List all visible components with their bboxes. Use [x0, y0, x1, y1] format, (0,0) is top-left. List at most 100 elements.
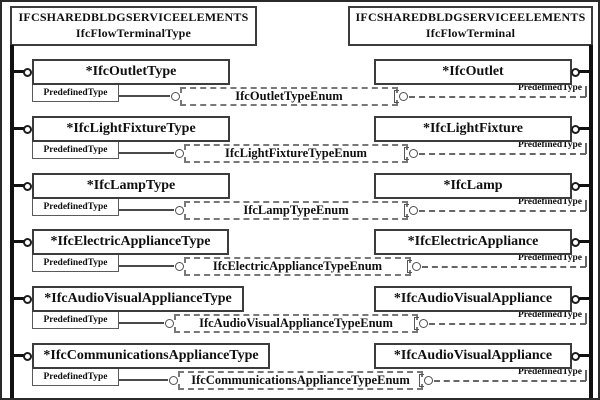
attribute-label: PredefinedType [43, 88, 108, 98]
connector-circle-icon [175, 262, 184, 271]
attribute-box: PredefinedType [32, 255, 119, 272]
attribute-label: PredefinedType [43, 372, 108, 382]
entity-type-label: *IfcOutletType [85, 64, 177, 79]
entity-box-instance: *IfcElectricAppliance [374, 229, 572, 255]
attribute-relation-line-dashed [429, 323, 586, 325]
connector-circle-icon [171, 92, 180, 101]
entity-box-type: *IfcCommunicationsApplianceType [32, 343, 270, 369]
connector-circle-icon [424, 376, 433, 385]
diagram-row: *IfcElectricApplianceType PredefinedType… [2, 229, 598, 286]
connector-circle-icon [399, 92, 408, 101]
dashed-stub-line [585, 313, 587, 324]
entity-type-label: *IfcCommunicationsApplianceType [43, 348, 259, 363]
entity-box-instance: *IfcLightFixture [374, 116, 572, 142]
rail-connector-line [579, 240, 591, 243]
enum-box: IfcOutletTypeEnum [180, 87, 398, 106]
connector-circle-icon [419, 319, 428, 328]
entity-box-instance: *IfcAudioVisualAppliance [374, 286, 572, 312]
enum-label: IfcLampTypeEnum [243, 203, 349, 217]
entity-box-type: *IfcAudioVisualApplianceType [32, 286, 244, 312]
rail-connector-line [12, 70, 24, 73]
connector-circle-icon [409, 206, 418, 215]
enum-label: IfcOutletTypeEnum [235, 89, 343, 103]
rail-connector-line [579, 127, 591, 130]
connector-circle-icon [175, 149, 184, 158]
enum-label: IfcLightFixtureTypeEnum [225, 146, 367, 160]
connector-circle-icon [23, 238, 32, 247]
connector-circle-icon [175, 206, 184, 215]
rail-connector-line [12, 127, 24, 130]
attribute-label: PredefinedType [43, 258, 108, 268]
entity-box-type: *IfcElectricApplianceType [32, 229, 229, 255]
connector-circle-icon [23, 68, 32, 77]
rail-connector-line [579, 70, 591, 73]
entity-type-label: *IfcAudioVisualApplianceType [44, 291, 232, 306]
rail-connector-line [12, 354, 24, 357]
diagram-row: *IfcOutletType PredefinedType IfcOutletT… [2, 59, 598, 116]
schema-module-name: IFCSHAREDBLDGSERVICEELEMENTS [18, 10, 249, 25]
entity-label: *IfcLightFixture [422, 121, 524, 136]
attribute-label: PredefinedType [517, 197, 582, 207]
connector-circle-icon [23, 352, 32, 361]
diagram-row: *IfcCommunicationsApplianceType Predefin… [2, 343, 598, 398]
rail-connector-line [579, 184, 591, 187]
diagram-row: *IfcAudioVisualApplianceType PredefinedT… [2, 286, 598, 343]
attribute-relation-line-dashed [419, 210, 586, 212]
attribute-relation-line [119, 152, 174, 154]
attribute-box: PredefinedType [32, 85, 119, 102]
entity-type-label: *IfcLampType [86, 178, 176, 193]
schema-module-name: IFCSHAREDBLDGSERVICEELEMENTS [355, 10, 586, 25]
attribute-relation-line [119, 95, 170, 97]
entity-box-type: *IfcLightFixtureType [32, 116, 230, 142]
attribute-relation-line-dashed [419, 153, 586, 155]
connector-circle-icon [169, 376, 178, 385]
attribute-label: PredefinedType [517, 83, 582, 93]
dashed-stub-line [585, 143, 587, 154]
entity-box-type: *IfcLampType [32, 173, 230, 199]
enum-box: IfcCommunicationsApplianceTypeEnum [178, 371, 423, 390]
entity-box-type: *IfcOutletType [32, 59, 230, 85]
entity-type-label: *IfcLightFixtureType [66, 121, 196, 136]
enum-page-ref-bracket-icon [407, 260, 412, 273]
dashed-stub-line [585, 256, 587, 267]
entity-type-label: *IfcElectricApplianceType [50, 234, 211, 249]
rail-connector-line [12, 240, 24, 243]
attribute-label: PredefinedType [517, 310, 582, 320]
enum-box: IfcLampTypeEnum [184, 201, 408, 220]
attribute-label: PredefinedType [517, 253, 582, 263]
attribute-label: PredefinedType [517, 140, 582, 150]
attribute-relation-line [119, 322, 164, 324]
entity-box-instance: *IfcAudioVisualAppliance [374, 343, 572, 369]
entity-label: *IfcElectricAppliance [407, 234, 539, 249]
enum-label: IfcAudioVisualApplianceTypeEnum [199, 316, 393, 330]
attribute-label: PredefinedType [517, 367, 582, 377]
entity-label: *IfcLamp [443, 178, 503, 193]
entity-label: *IfcOutlet [442, 64, 504, 79]
dashed-stub-line [585, 200, 587, 211]
right-inheritance-rail [589, 45, 593, 398]
dashed-stub-line [585, 370, 587, 381]
enum-box: IfcLightFixtureTypeEnum [184, 144, 408, 163]
connector-circle-icon [23, 125, 32, 134]
attribute-label: PredefinedType [43, 202, 108, 212]
entity-label: *IfcAudioVisualAppliance [393, 291, 553, 306]
schema-entity-name: IfcFlowTerminal [425, 26, 516, 40]
enum-box: IfcElectricApplianceTypeEnum [184, 257, 411, 276]
attribute-relation-line [119, 209, 174, 211]
enum-page-ref-bracket-icon [404, 147, 409, 160]
enum-box: IfcAudioVisualApplianceTypeEnum [174, 314, 418, 333]
connector-circle-icon [23, 295, 32, 304]
schema-entity-name: IfcFlowTerminalType [75, 26, 192, 40]
attribute-label: PredefinedType [43, 145, 108, 155]
rail-connector-line [12, 184, 24, 187]
attribute-relation-line-dashed [434, 380, 586, 382]
enum-page-ref-bracket-icon [394, 90, 399, 103]
enum-page-ref-bracket-icon [414, 317, 419, 330]
attribute-relation-line-dashed [409, 96, 586, 98]
attribute-relation-line [119, 265, 174, 267]
diagram-row: *IfcLampType PredefinedType IfcLampTypeE… [2, 173, 598, 230]
entity-label: *IfcAudioVisualAppliance [393, 348, 553, 363]
entity-box-instance: *IfcOutlet [374, 59, 572, 85]
diagram-row: *IfcLightFixtureType PredefinedType IfcL… [2, 116, 598, 173]
